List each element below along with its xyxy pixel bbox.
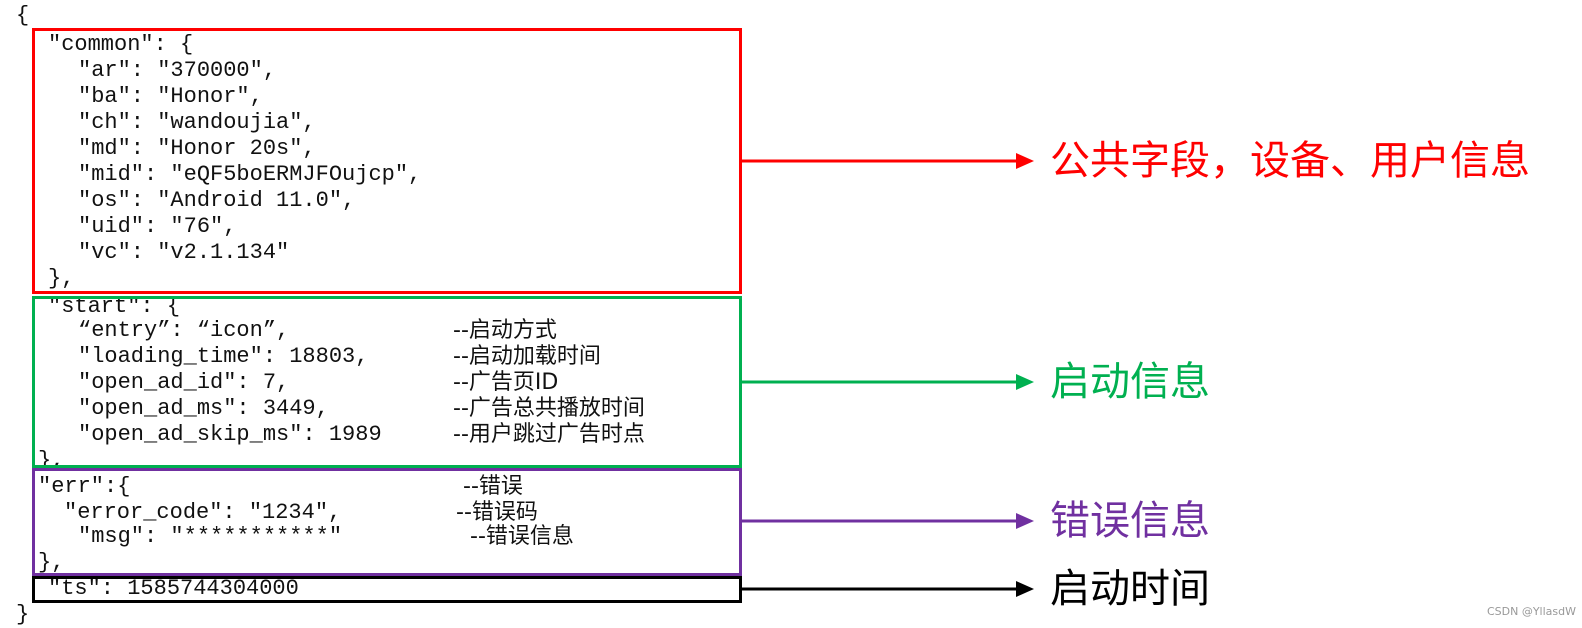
common-field-uid: "uid": "76", <box>78 214 237 239</box>
start-field-loading-time: "loading_time": 18803, <box>78 344 369 369</box>
ts-field: "ts": 1585744304000 <box>48 576 299 601</box>
start-comment-open-ad-skip-ms: --用户跳过广告时点 <box>453 422 645 447</box>
err-header: "err":{ <box>38 474 131 499</box>
err-label: 错误信息 <box>1050 498 1210 544</box>
common-field-ba: "ba": "Honor", <box>78 84 263 109</box>
common-header: "common": { <box>48 32 194 57</box>
ts-arrow <box>742 581 1034 597</box>
err-field-error-code: "error_code": "1234", <box>64 500 342 525</box>
start-field-open-ad-id: "open_ad_id": 7, <box>78 370 290 395</box>
ts-box <box>32 576 742 603</box>
err-box <box>32 468 742 576</box>
err-arrow <box>742 513 1034 529</box>
start-comment-loading-time: --启动加载时间 <box>453 344 601 369</box>
common-field-ch: "ch": "wandoujia", <box>78 110 316 135</box>
ts-label: 启动时间 <box>1050 566 1210 612</box>
json-close-brace: } <box>16 602 30 627</box>
common-box <box>32 28 742 294</box>
start-arrow <box>742 374 1034 390</box>
common-close: }, <box>48 266 75 291</box>
start-label: 启动信息 <box>1050 359 1210 405</box>
watermark: CSDN @YllasdW <box>1486 605 1576 618</box>
start-comment-open-ad-id: --广告页ID <box>453 370 559 395</box>
common-field-md: "md": "Honor 20s", <box>78 136 316 161</box>
start-comment-open-ad-ms: --广告总共播放时间 <box>453 396 645 421</box>
common-field-mid: "mid": "eQF5boERMJFOujcp", <box>78 162 422 187</box>
common-field-os: "os": "Android 11.0", <box>78 188 356 213</box>
err-field-msg: "msg": "***********" <box>78 524 343 549</box>
start-comment-entry: --启动方式 <box>453 318 557 343</box>
common-arrow <box>742 153 1034 169</box>
err-close: }, <box>38 550 65 575</box>
err-comment-msg: --错误信息 <box>470 524 574 549</box>
start-field-open-ad-skip-ms: "open_ad_skip_ms": 1989 <box>78 422 382 447</box>
start-field-open-ad-ms: "open_ad_ms": 3449, <box>78 396 329 421</box>
start-box <box>32 296 742 468</box>
common-label: 公共字段，设备、用户信息 <box>1050 138 1530 184</box>
common-field-vc: "vc": "v2.1.134" <box>78 240 290 265</box>
common-field-ar: "ar": "370000", <box>78 58 277 83</box>
err-comment-error-code: --错误码 <box>456 500 538 525</box>
start-field-entry: “entry”: “icon”, <box>78 318 290 343</box>
json-open-brace: { <box>16 3 30 28</box>
err-header-comment: --错误 <box>463 474 523 499</box>
